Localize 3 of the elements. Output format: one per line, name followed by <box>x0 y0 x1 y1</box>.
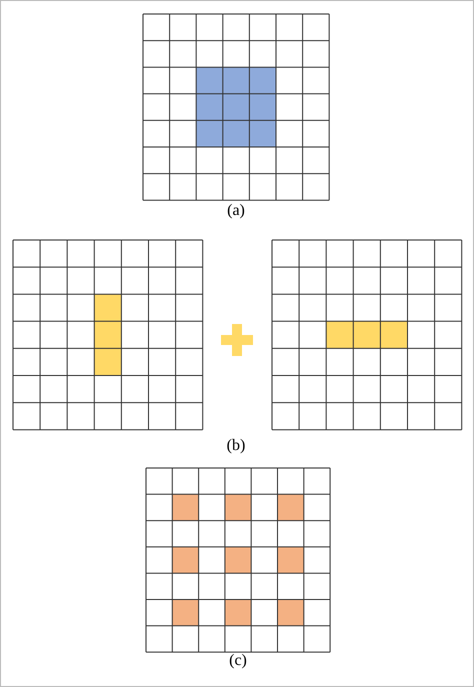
panel-label: (b) <box>226 437 246 455</box>
panel-label: (c) <box>229 652 247 670</box>
panel-label: (a) <box>227 202 245 220</box>
